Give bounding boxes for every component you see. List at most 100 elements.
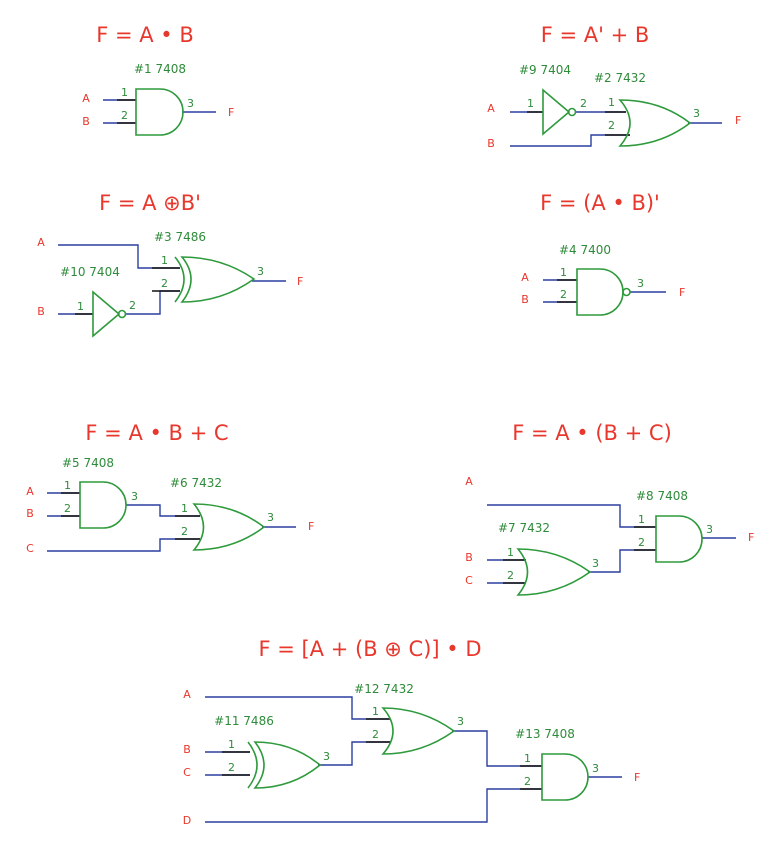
pin-1: 1 [161, 254, 168, 267]
chip-label-8: #8 7408 [636, 489, 688, 503]
input-b-label: B [465, 551, 473, 564]
chip-label-12: #12 7432 [354, 682, 414, 696]
xor-input-curve [247, 741, 258, 789]
xor-gate-3 [180, 256, 256, 303]
input-a-label: A [183, 688, 191, 701]
leads-5 [61, 492, 200, 540]
pin-2: 2 [580, 97, 587, 110]
input-b-label: B [521, 293, 529, 306]
input-a-label: A [521, 271, 529, 284]
pin-3: 3 [257, 265, 264, 278]
equation-1: F = A • B [96, 23, 194, 47]
pin-1: 1 [527, 97, 534, 110]
or-gate-7 [516, 548, 592, 596]
input-c-label: C [26, 542, 34, 555]
pin-2: 2 [372, 728, 379, 741]
output-f-label: F [634, 771, 640, 784]
pin-1: 1 [560, 266, 567, 279]
wires-5 [47, 492, 296, 552]
or-gate-6 [192, 503, 266, 551]
pin-3: 3 [592, 762, 599, 775]
input-b-label: B [82, 115, 90, 128]
circuit-1: F = A • B #1 7408 A B 1 2 3 F [82, 23, 234, 136]
input-a-label: A [465, 475, 473, 488]
chip-label-1: #1 7408 [134, 62, 186, 76]
wires-6 [487, 504, 736, 584]
leads-1 [117, 99, 136, 124]
pin-1: 1 [228, 738, 235, 751]
output-f-label: F [735, 114, 741, 127]
leads-2 [527, 111, 630, 136]
input-b-label: B [37, 305, 45, 318]
circuit-7: F = [A + (B ⊕ C)] • D #12 7432 #11 7486 … [183, 637, 641, 827]
equation-3: F = A ⊕B' [99, 191, 201, 215]
pin-2: 2 [524, 775, 531, 788]
equation-4: F = (A • B)' [540, 191, 660, 215]
pin-1: 1 [638, 513, 645, 526]
chip-label-9: #9 7404 [519, 63, 571, 77]
equation-7: F = [A + (B ⊕ C)] • D [258, 637, 481, 661]
input-b-label: B [26, 507, 34, 520]
and-gate-5 [79, 481, 127, 529]
pin-2: 2 [64, 502, 71, 515]
wires-1 [103, 99, 216, 124]
input-a-label: A [26, 485, 34, 498]
pin-2: 2 [638, 536, 645, 549]
chip-label-13: #13 7408 [515, 727, 575, 741]
pin-2: 2 [121, 109, 128, 122]
input-a-label: A [487, 102, 495, 115]
pin-2: 2 [560, 288, 567, 301]
and-gate-13 [541, 753, 589, 801]
pin-2: 2 [228, 761, 235, 774]
pin-3: 3 [637, 277, 644, 290]
leads-4 [557, 279, 577, 303]
input-b-label: B [487, 137, 495, 150]
pin-3: 3 [187, 97, 194, 110]
output-f-label: F [748, 531, 754, 544]
leads-7 [222, 718, 542, 790]
chip-label-6: #6 7432 [170, 476, 222, 490]
pin-1: 1 [64, 479, 71, 492]
equation-5: F = A • B + C [85, 421, 228, 445]
circuit-6: F = A • (B + C) #8 7408 #7 7432 A B C 1 … [465, 421, 754, 596]
equation-6: F = A • (B + C) [512, 421, 672, 445]
xor-gate-11 [253, 741, 322, 789]
pin-1: 1 [524, 752, 531, 765]
pin-2: 2 [181, 525, 188, 538]
circuit-3: F = A ⊕B' #3 7486 #10 7404 A B 1 2 3 1 2… [37, 191, 303, 338]
and-gate-8 [655, 515, 703, 563]
pin-3: 3 [457, 715, 464, 728]
chip-label-5: #5 7408 [62, 456, 114, 470]
inversion-bubble [567, 107, 577, 117]
or-gate-2 [618, 99, 692, 147]
chip-label-7: #7 7432 [498, 521, 550, 535]
input-a-label: A [82, 92, 90, 105]
inversion-bubble [622, 287, 631, 297]
pin-1: 1 [507, 546, 514, 559]
pin-1: 1 [608, 96, 615, 109]
chip-label-11: #11 7486 [214, 714, 274, 728]
chip-label-2: #2 7432 [594, 71, 646, 85]
input-a-label: A [37, 236, 45, 249]
pin-2: 2 [161, 277, 168, 290]
chip-label-10: #10 7404 [60, 265, 120, 279]
not-gate-10 [92, 290, 121, 338]
input-b-label: B [183, 743, 191, 756]
not-gate-9 [542, 88, 571, 136]
pin-2: 2 [608, 119, 615, 132]
input-c-label: C [183, 766, 191, 779]
xor-input-curve [174, 256, 185, 303]
chip-label-4: #4 7400 [559, 243, 611, 257]
pin-2: 2 [129, 299, 136, 312]
wires-2 [510, 111, 722, 147]
leads-6 [503, 526, 656, 584]
output-f-label: F [228, 106, 234, 119]
inversion-bubble [117, 309, 127, 319]
input-c-label: C [465, 574, 473, 587]
and-gate-1 [135, 88, 184, 136]
pin-3: 3 [267, 511, 274, 524]
output-f-label: F [308, 520, 314, 533]
pin-3: 3 [693, 107, 700, 120]
pin-3: 3 [131, 490, 138, 503]
pin-1: 1 [372, 705, 379, 718]
